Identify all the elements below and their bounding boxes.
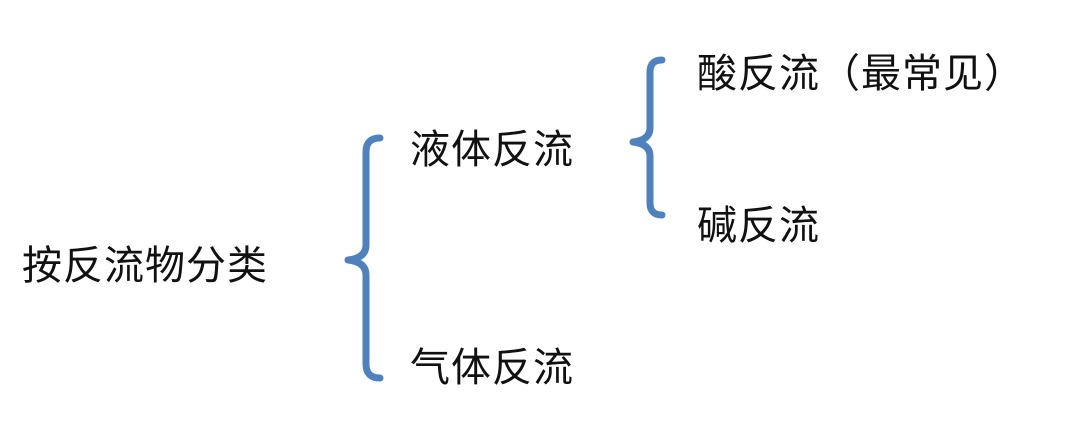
branch-liquid-reflux-label: 液体反流 bbox=[410, 127, 574, 173]
leaf-alkali-reflux-label: 碱反流 bbox=[697, 203, 820, 249]
leaf-acid-reflux-label: 酸反流（最常见） bbox=[697, 51, 1025, 97]
sub-bracket bbox=[629, 56, 666, 219]
branch-gas-reflux-label: 气体反流 bbox=[410, 345, 574, 391]
root-label: 按反流物分类 bbox=[22, 243, 268, 289]
main-bracket bbox=[344, 134, 384, 382]
